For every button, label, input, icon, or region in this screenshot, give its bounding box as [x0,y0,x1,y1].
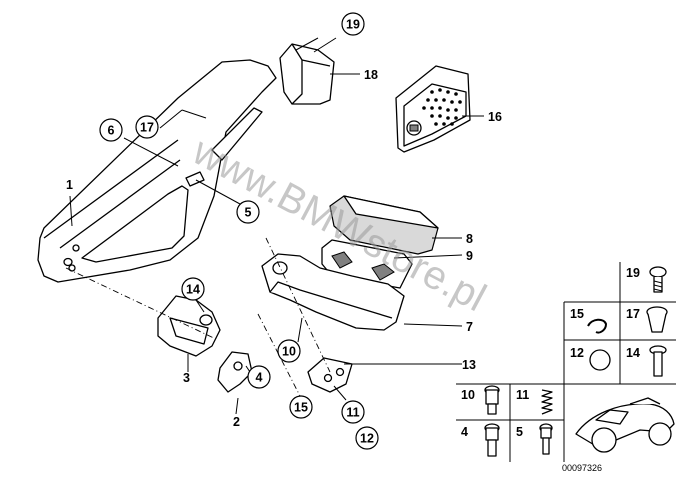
callout-9: 9 [466,249,473,263]
svg-text:11: 11 [516,388,529,402]
svg-text:17: 17 [140,121,154,135]
callout-1: 1 [66,178,73,192]
svg-text:4: 4 [256,371,263,385]
callout-17: 17 [135,115,159,139]
plate-part-13[interactable] [307,357,353,393]
svg-text:10: 10 [282,345,296,359]
svg-text:10: 10 [461,388,475,402]
legend-cell-4[interactable]: 4 [461,423,500,457]
callout-3: 3 [183,371,190,385]
svg-text:5: 5 [245,206,252,220]
legend-cell-5[interactable]: 5 [516,423,553,455]
callout-15: 15 [289,395,313,419]
rubber-pad-part-18[interactable] [279,43,335,105]
callout-8: 8 [466,232,473,246]
callout-5: 5 [236,200,260,224]
legend-cell-17[interactable]: 17 [626,306,668,333]
pin-part-14[interactable] [199,314,213,326]
callout-4: 4 [247,365,271,389]
svg-text:14: 14 [186,283,200,297]
svg-text:11: 11 [346,406,359,420]
callout-18: 18 [364,68,378,82]
legend-cell-19[interactable]: 19 [626,266,667,293]
legend-grid [456,262,676,462]
motorcycle-thumbnail [575,397,675,453]
svg-text:4: 4 [461,425,468,439]
rubber-block-part-8[interactable] [329,195,439,255]
leader-lines [65,37,484,415]
document-number: 00097326 [562,463,602,473]
legend-cell-12[interactable]: 12 [570,346,611,371]
grille-plate-part-16[interactable] [395,65,471,153]
svg-text:17: 17 [626,307,640,321]
svg-text:12: 12 [360,432,374,446]
callout-6: 6 [99,118,123,142]
svg-text:19: 19 [626,266,640,280]
svg-text:6: 6 [108,124,115,138]
callout-7: 7 [466,320,473,334]
callout-19: 19 [341,12,365,36]
callout-2: 2 [233,415,240,429]
legend-cell-15[interactable]: 15 [570,307,607,334]
svg-text:12: 12 [570,346,584,360]
callout-13: 13 [462,358,476,372]
svg-text:15: 15 [294,401,308,415]
legend-cell-10[interactable]: 10 [461,385,500,415]
svg-text:15: 15 [570,307,584,321]
svg-text:5: 5 [516,425,523,439]
callout-11: 11 [341,400,365,424]
legend-cell-14[interactable]: 14 [626,345,667,377]
callout-10: 10 [277,339,301,363]
bracket-part-4[interactable] [217,351,253,393]
callout-12: 12 [355,426,379,450]
callout-14: 14 [181,277,205,301]
legend-cell-11[interactable]: 11 [516,388,553,415]
svg-text:14: 14 [626,346,640,360]
svg-text:19: 19 [346,18,360,32]
bracket-part-1[interactable] [37,59,277,283]
callout-16: 16 [488,110,502,124]
